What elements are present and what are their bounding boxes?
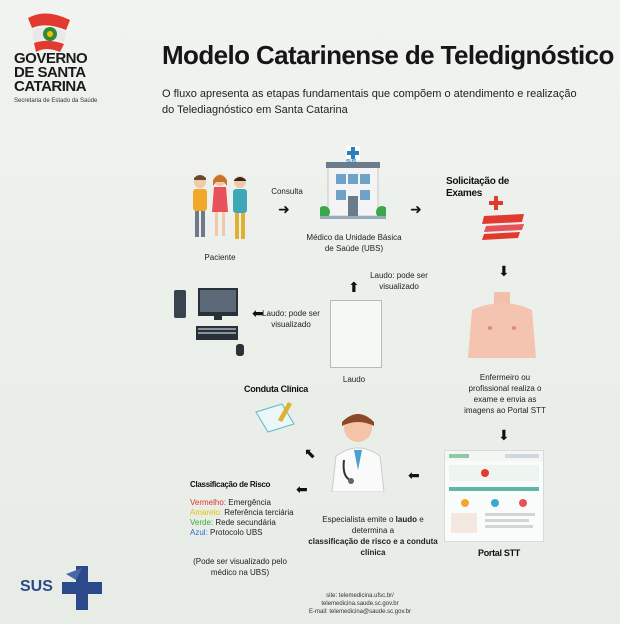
logo-subtitle: Secretaria de Estado da Saúde — [14, 98, 98, 104]
logo-line-1: GOVERNO — [14, 50, 88, 67]
arrow-up-left-icon: ⬉ — [304, 445, 316, 461]
arrow-left-icon: ⬅ — [252, 305, 264, 321]
risk-color-red: Vermelho: — [190, 498, 227, 507]
laudo-left-label: Laudo: pode ser visualizado — [262, 309, 320, 329]
clipboard-pen-icon — [255, 402, 295, 433]
portal-thumbnail-icon — [445, 451, 543, 533]
risk-text-green: Rede secundária — [215, 518, 276, 527]
risk-text-yellow: Referência terciária — [224, 508, 294, 517]
laudo-up-label: Laudo: pode ser visualizado — [370, 271, 428, 291]
sus-logo-text: SUS — [20, 578, 53, 595]
risk-item-green: Verde: Rede secundária — [190, 518, 294, 528]
ubs-building-icon — [320, 146, 386, 219]
risk-item-red: Vermelho: Emergência — [190, 498, 294, 508]
footer-site-2[interactable]: telemedicina.saude.sc.gov.br — [321, 601, 399, 607]
sus-cross-icon — [62, 566, 102, 610]
arrow-left-icon: ⬅ — [408, 467, 420, 483]
logo-line-3: CATARINA — [14, 78, 87, 95]
risk-color-blue: Azul: — [190, 528, 208, 537]
risk-color-green: Verde: — [190, 518, 214, 527]
consulta-label: Consulta — [271, 187, 303, 196]
solicitacao-heading: Solicitação de Exames — [446, 176, 510, 199]
laudo-document — [330, 300, 382, 368]
arrow-down-icon: ⬇ — [498, 263, 510, 279]
footer-site[interactable]: site: telemedicina.ufsc.br/ — [326, 593, 394, 599]
patients-icon — [193, 174, 247, 239]
page-subtitle: O fluxo apresenta as etapas fundamentais… — [162, 88, 577, 116]
portal-label: Portal STT — [478, 548, 521, 558]
risk-color-yellow: Amarelo: — [190, 508, 223, 517]
specialist-doctor-icon — [331, 414, 385, 492]
specialist-text-bold2: classificação de risco e a conduta clíni… — [308, 537, 438, 557]
arrow-down-icon: ⬇ — [498, 427, 510, 443]
ubs-badge: SUS — [346, 159, 357, 165]
specialist-text-bold: laudo — [395, 515, 418, 524]
risk-note: (Pode ser visualizado pelo médico na UBS… — [193, 557, 287, 577]
risk-list: Vermelho: Emergência Amarelo: Referência… — [190, 498, 294, 538]
arrow-up-icon: ⬆ — [348, 279, 360, 295]
nurse-label: Enfermeiro ou profissional realiza o exa… — [464, 373, 546, 415]
footer: site: telemedicina.ufsc.br/ telemedicina… — [300, 592, 420, 616]
risk-text-blue: Protocolo UBS — [210, 528, 263, 537]
arrow-right-icon: ➜ — [410, 201, 422, 217]
portal-stt-screenshot — [444, 450, 544, 542]
santa-catarina-logo-icon — [28, 13, 70, 52]
risk-text-red: Emergência — [228, 498, 271, 507]
exam-request-icon — [482, 196, 524, 240]
specialist-text-1: Especialista emite o — [322, 515, 394, 524]
patient-torso-icon — [468, 292, 536, 358]
logo-line-2: DE SANTA — [14, 64, 86, 81]
risk-item-yellow: Amarelo: Referência terciária — [190, 508, 294, 518]
arrow-left-icon: ⬅ — [296, 481, 308, 497]
footer-email[interactable]: E-mail: telemedicina@saude.sc.gov.br — [308, 609, 412, 615]
risk-heading: Classificação de Risco — [190, 480, 271, 489]
ubs-label: Médico da Unidade Básica de Saúde (UBS) — [306, 233, 402, 253]
specialist-text-2: e determina a — [351, 515, 424, 535]
patient-label: Paciente — [204, 253, 236, 262]
logo-text: GOVERNO DE SANTA CATARINA — [14, 50, 134, 95]
conduta-heading: Conduta Clínica — [244, 384, 309, 394]
risk-item-blue: Azul: Protocolo UBS — [190, 528, 294, 538]
page-title: Modelo Catarinense de Teledignóstico — [162, 40, 614, 70]
specialist-label: Especialista emite o laudo e determina a… — [308, 514, 438, 558]
laudo-label: Laudo — [342, 375, 366, 384]
computer-icon — [174, 288, 244, 356]
arrow-right-icon: ➜ — [278, 201, 290, 217]
